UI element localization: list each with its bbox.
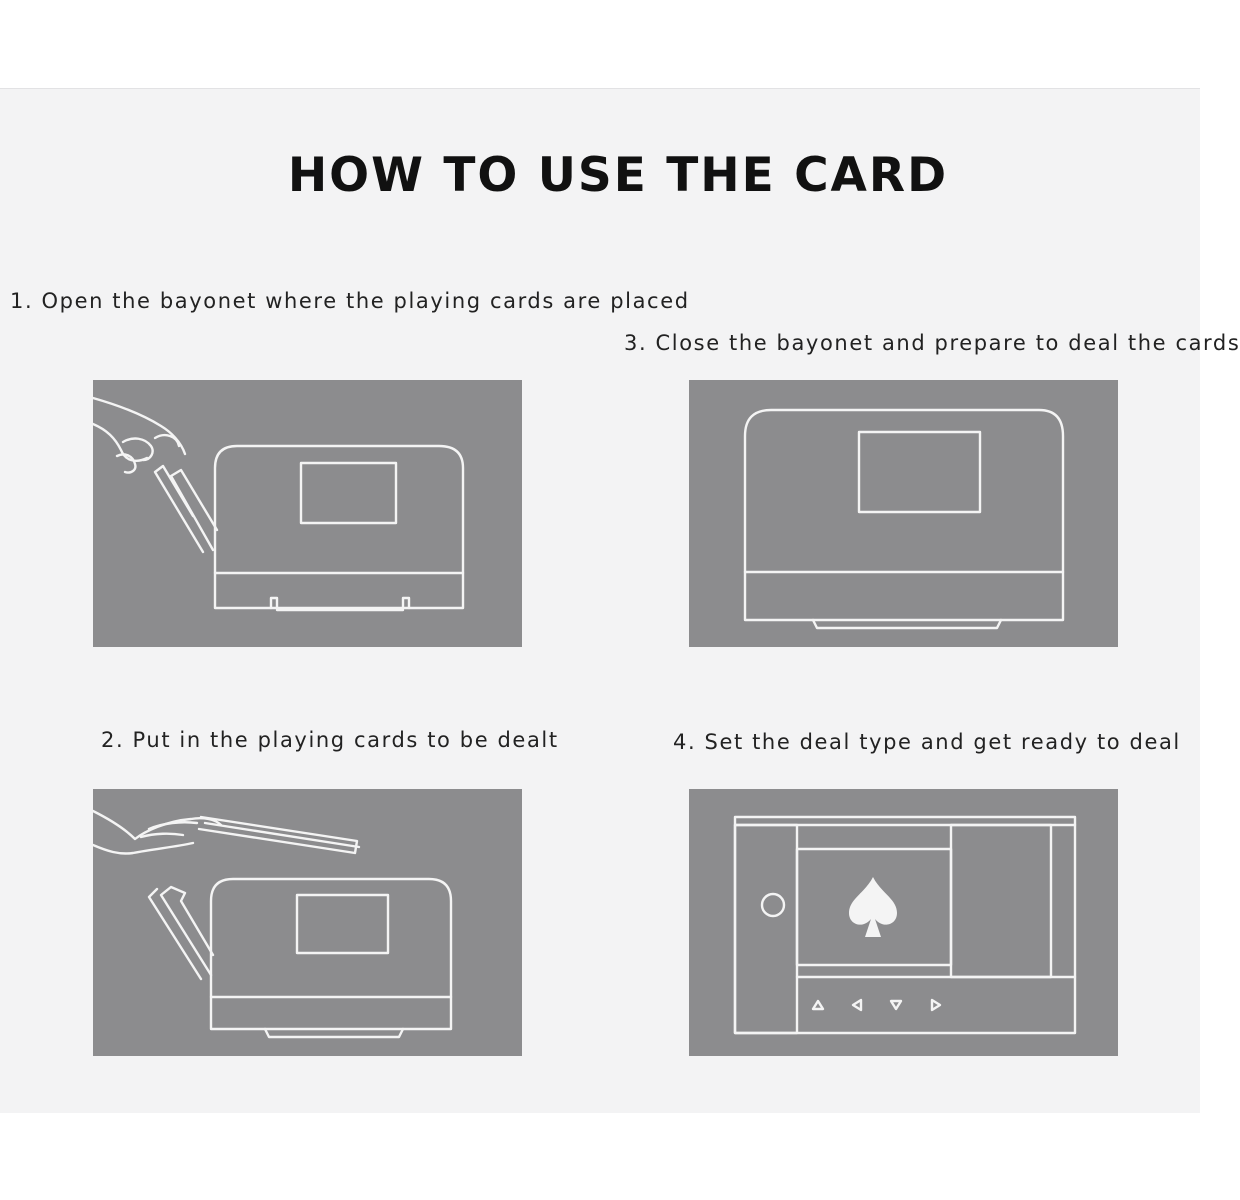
hand-icon: [91, 809, 223, 855]
step-3-label: 3. Close the bayonet and prepare to deal…: [624, 331, 1240, 355]
step-4-label: 4. Set the deal type and get ready to de…: [673, 730, 1181, 754]
step-1-label: 1. Open the bayonet where the playing ca…: [10, 289, 690, 313]
page-title: HOW TO USE THE CARD: [287, 148, 949, 203]
step-2-illustration: [91, 789, 522, 1056]
spade-icon: [849, 877, 897, 937]
step-3-svg: [689, 380, 1118, 647]
triangle-down-icon: [889, 999, 903, 1011]
step-3-illustration: [689, 380, 1118, 647]
step-2-svg: [91, 789, 522, 1056]
step-4-illustration: [689, 789, 1118, 1056]
hand-icon: [91, 396, 187, 474]
triangle-up-icon: [811, 999, 825, 1011]
step-1-svg: [91, 380, 522, 647]
triangle-right-icon: [930, 998, 942, 1012]
step-2-label: 2. Put in the playing cards to be dealt: [101, 728, 559, 752]
triangle-left-icon: [851, 998, 863, 1012]
step-4-svg: [689, 789, 1118, 1056]
power-button-icon: [760, 892, 786, 918]
step-1-illustration: [91, 380, 522, 647]
